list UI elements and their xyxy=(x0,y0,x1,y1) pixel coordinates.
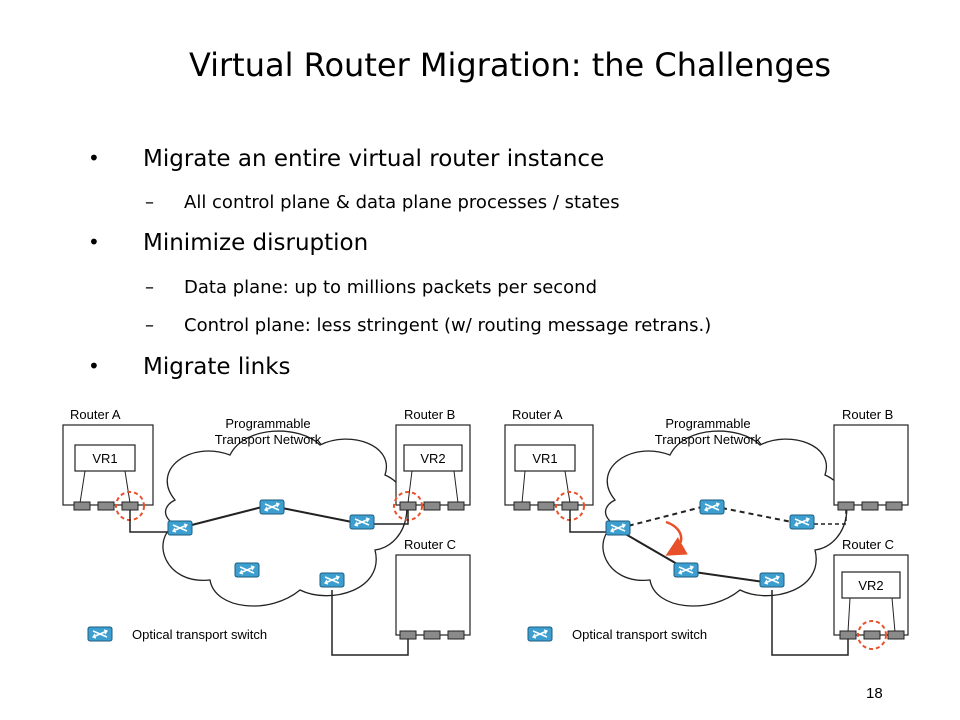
optical-switch-icon xyxy=(259,499,285,515)
sub-bullet-text: All control plane & data plane processes… xyxy=(184,192,620,213)
vr1-link xyxy=(79,470,86,504)
bullet-list: • Migrate an entire virtual router insta… xyxy=(88,146,712,380)
highlight-circle xyxy=(857,620,887,650)
migration-arrow-icon xyxy=(665,520,688,556)
port-icon xyxy=(399,630,417,640)
vr1-link xyxy=(124,470,131,504)
port-icon xyxy=(97,501,115,511)
bullet-text: Migrate links xyxy=(143,354,291,380)
vr2-label: VR2 xyxy=(858,578,883,593)
port-icon xyxy=(837,501,855,511)
router-b-label: Router B xyxy=(842,407,893,422)
vr1-link xyxy=(564,470,571,504)
network-label-line2: Transport Network xyxy=(655,432,762,447)
router-c-box xyxy=(395,554,471,636)
sub-bullet-text: Data plane: up to millions packets per s… xyxy=(184,277,598,298)
port-icon xyxy=(839,630,857,640)
new-network-link xyxy=(621,531,685,569)
vr1-label: VR1 xyxy=(532,451,557,466)
bullet-mark: • xyxy=(88,354,100,378)
optical-switch-icon xyxy=(87,626,113,642)
vr1-box xyxy=(514,444,576,472)
dash-mark: – xyxy=(145,315,154,336)
optical-switch-icon xyxy=(605,520,631,536)
bullet-mark: • xyxy=(88,230,100,254)
optical-switch-icon xyxy=(319,572,345,588)
access-link xyxy=(569,510,608,533)
optical-switch-icon xyxy=(699,499,725,515)
network-label-line2: Transport Network xyxy=(215,432,322,447)
port-icon xyxy=(861,501,879,511)
router-c-label: Router C xyxy=(842,537,894,552)
vr2-link xyxy=(891,597,896,633)
access-link xyxy=(331,590,409,656)
port-icon xyxy=(561,501,579,511)
vr2-box xyxy=(403,444,463,472)
sub-bullet-text: Control plane: less stringent (w/ routin… xyxy=(184,315,712,336)
legend-label: Optical transport switch xyxy=(132,627,267,642)
port-icon xyxy=(73,501,91,511)
dash-mark: – xyxy=(145,192,154,213)
port-icon xyxy=(887,630,905,640)
network-label-line1: Programmable xyxy=(665,416,750,431)
port-icon xyxy=(447,630,465,640)
optical-switch-icon xyxy=(234,562,260,578)
access-link xyxy=(374,510,409,525)
transport-network-cloud xyxy=(162,430,408,607)
left-diagram: Programmable Transport Network Router A … xyxy=(62,407,471,656)
optical-switch-icon xyxy=(789,514,815,530)
vr1-label: VR1 xyxy=(92,451,117,466)
vr2-link xyxy=(407,470,413,504)
bullet-text: Minimize disruption xyxy=(143,230,369,256)
vr1-link xyxy=(521,470,526,504)
port-icon xyxy=(423,501,441,511)
router-a-label: Router A xyxy=(512,407,563,422)
vr2-link xyxy=(453,470,459,504)
access-link xyxy=(771,590,849,656)
port-icon xyxy=(885,501,903,511)
vr1-box xyxy=(74,444,136,472)
optical-switch-icon xyxy=(759,572,785,588)
optical-switch-icon xyxy=(527,626,553,642)
port-icon xyxy=(513,501,531,511)
port-icon xyxy=(423,630,441,640)
page-number: 18 xyxy=(866,685,883,702)
network-link xyxy=(179,506,263,529)
vr2-label: VR2 xyxy=(420,451,445,466)
port-icon xyxy=(447,501,465,511)
port-icon xyxy=(863,630,881,640)
port-icon xyxy=(121,501,139,511)
access-link xyxy=(129,510,168,533)
old-access-link xyxy=(814,510,847,525)
network-link xyxy=(281,507,353,523)
router-c-label: Router C xyxy=(404,537,456,552)
network-label-line1: Programmable xyxy=(225,416,310,431)
router-a-label: Router A xyxy=(70,407,121,422)
new-network-link xyxy=(693,571,765,583)
bullet-text: Migrate an entire virtual router instanc… xyxy=(143,146,605,172)
dash-mark: – xyxy=(145,277,154,298)
router-b-label: Router B xyxy=(404,407,455,422)
old-network-link xyxy=(721,507,793,523)
bullet-mark: • xyxy=(88,146,100,170)
slide-title: Virtual Router Migration: the Challenges xyxy=(188,46,832,84)
transport-network-cloud xyxy=(602,430,848,607)
legend-label: Optical transport switch xyxy=(572,627,707,642)
port-icon xyxy=(399,501,417,511)
vr2-box xyxy=(841,571,901,599)
router-b-box xyxy=(833,424,909,506)
optical-switch-icon xyxy=(673,562,699,578)
port-icon xyxy=(537,501,555,511)
optical-switch-icon xyxy=(167,520,193,536)
vr2-link xyxy=(847,597,851,633)
right-diagram: Programmable Transport Network Router A … xyxy=(504,407,909,656)
optical-switch-icon xyxy=(349,514,375,530)
